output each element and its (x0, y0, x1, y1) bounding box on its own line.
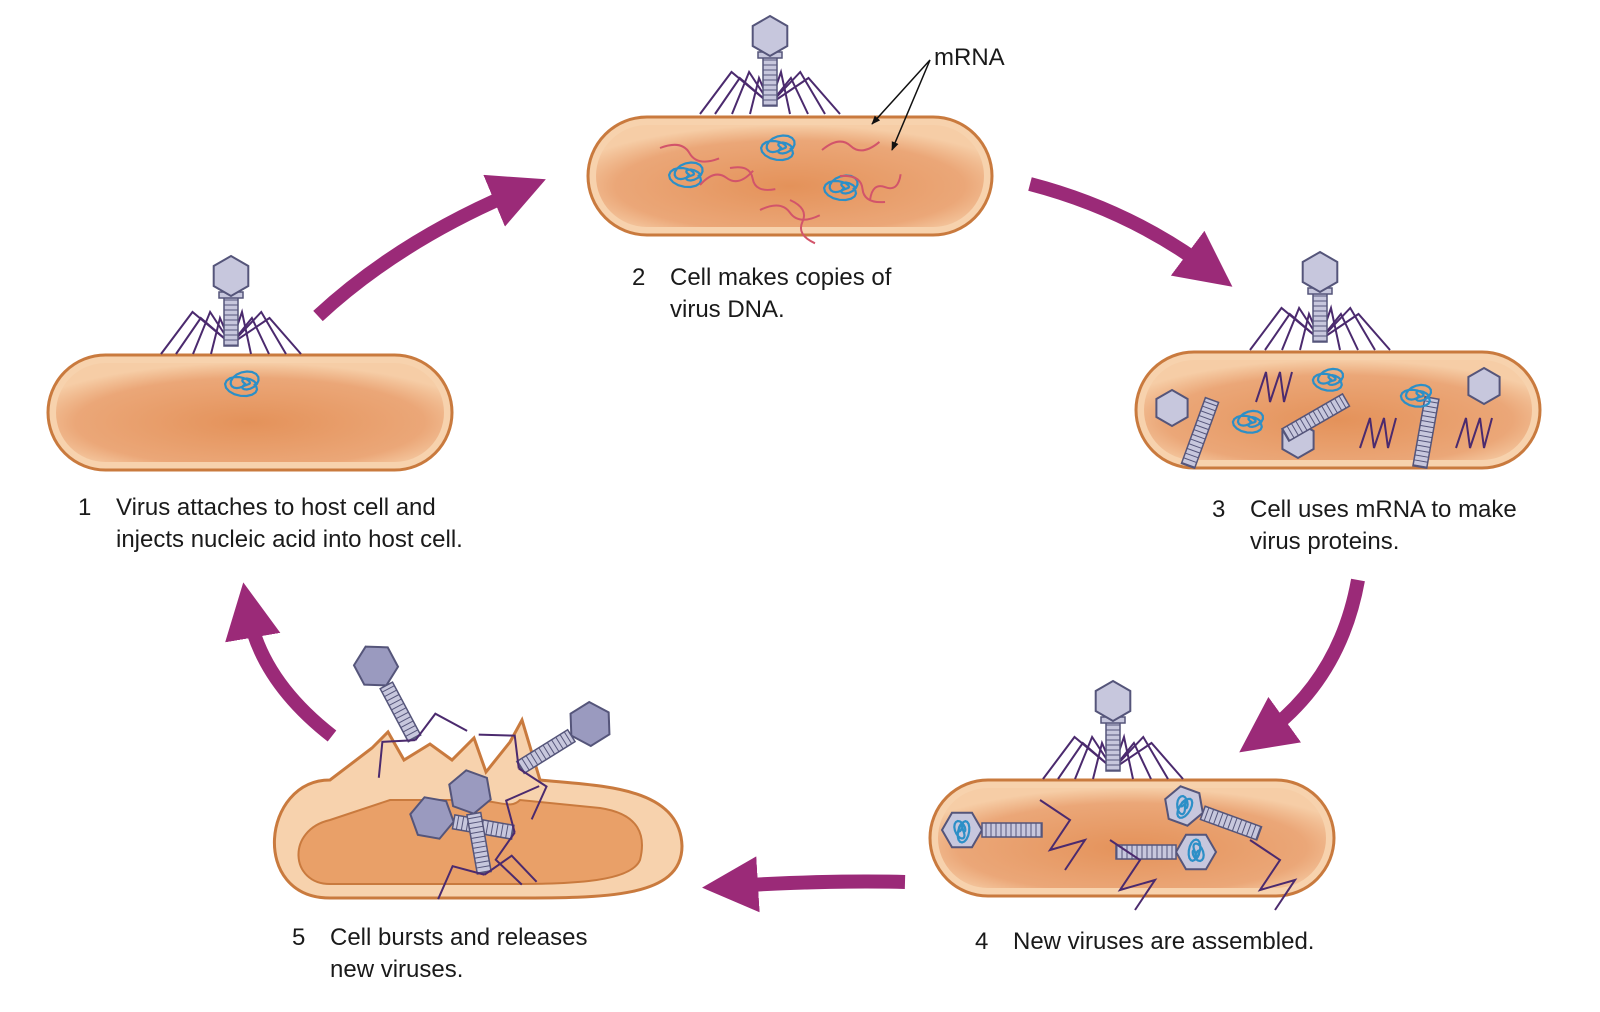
new-virus (437, 769, 538, 900)
bacteriophage-step-1 (160, 254, 302, 355)
viral-dna-coil (1399, 383, 1433, 408)
mrna-strand (759, 204, 821, 221)
bacteriophage-step-2 (699, 14, 841, 115)
mrna-strand (869, 174, 902, 201)
assembled-virus (1115, 833, 1218, 871)
mrna-label: mRNA (934, 44, 1005, 71)
viral-dna-coil (759, 134, 796, 162)
viral-dna-coil (1176, 794, 1194, 819)
step-3-text: Cell uses mRNA to make virus proteins. (1250, 496, 1517, 555)
mrna-strand (699, 170, 754, 186)
mrna-strand (839, 174, 886, 204)
arrow-3-to-4 (1239, 578, 1365, 753)
tail-fiber-bundle (1359, 417, 1397, 449)
mrna-strand (789, 199, 816, 245)
bacteriophage-step-3 (1249, 250, 1391, 351)
cell-step-2 (586, 115, 994, 245)
step-4-number: 4 (975, 928, 989, 955)
viral-dna-coil (953, 819, 971, 844)
cell-step-4 (928, 778, 1336, 911)
tail-fiber-bundle (1249, 839, 1298, 911)
arrow-5-to-1 (225, 582, 337, 742)
mrna-pointer (891, 59, 931, 151)
tail-protein (1280, 392, 1351, 443)
mrna-pointer (871, 59, 931, 125)
step-4-text: New viruses are assembled. (1013, 928, 1315, 955)
assembled-virus (1164, 785, 1263, 841)
step-5-number: 5 (292, 924, 306, 951)
viruses-layer (160, 14, 1391, 900)
tail-protein (1180, 396, 1220, 470)
released-virus (352, 645, 468, 778)
mrna-strand (659, 143, 720, 163)
arrow-2-to-3 (1028, 177, 1233, 287)
mrna-strand (729, 166, 776, 191)
viral-dna-coil (1311, 367, 1345, 392)
viral-dna-coil (667, 161, 704, 189)
mrna-strand (821, 140, 881, 152)
cell-step-1 (46, 353, 454, 472)
step-1-text: Virus attaches to host cell and injects … (116, 494, 463, 553)
bacteriophage-step-4 (1042, 679, 1184, 780)
cells-layer (46, 115, 1542, 911)
viral-dna-coil (223, 370, 260, 398)
cell-step-3 (1134, 350, 1542, 470)
assembled-virus (940, 811, 1043, 849)
step-2-number: 2 (632, 264, 646, 291)
arrow-4-to-5 (702, 856, 906, 913)
step-5-text: Cell bursts and releases new viruses. (330, 924, 588, 983)
step-3-number: 3 (1212, 496, 1226, 523)
viral-dna-coil (1231, 409, 1265, 434)
viral-dna-coil (1187, 838, 1205, 863)
cycle-arrows (225, 174, 1365, 913)
viral-dna-coil (822, 174, 859, 202)
tail-fiber-bundle (1255, 371, 1293, 403)
tail-fiber-bundle (1109, 839, 1158, 911)
arrow-1-to-2 (313, 174, 546, 322)
released-virus (478, 700, 611, 820)
step-2-text: Cell makes copies of virus DNA. (670, 264, 892, 323)
tail-fiber-bundle (1039, 799, 1088, 871)
step-1-number: 1 (78, 494, 92, 521)
tail-fiber-bundle (1455, 417, 1493, 449)
